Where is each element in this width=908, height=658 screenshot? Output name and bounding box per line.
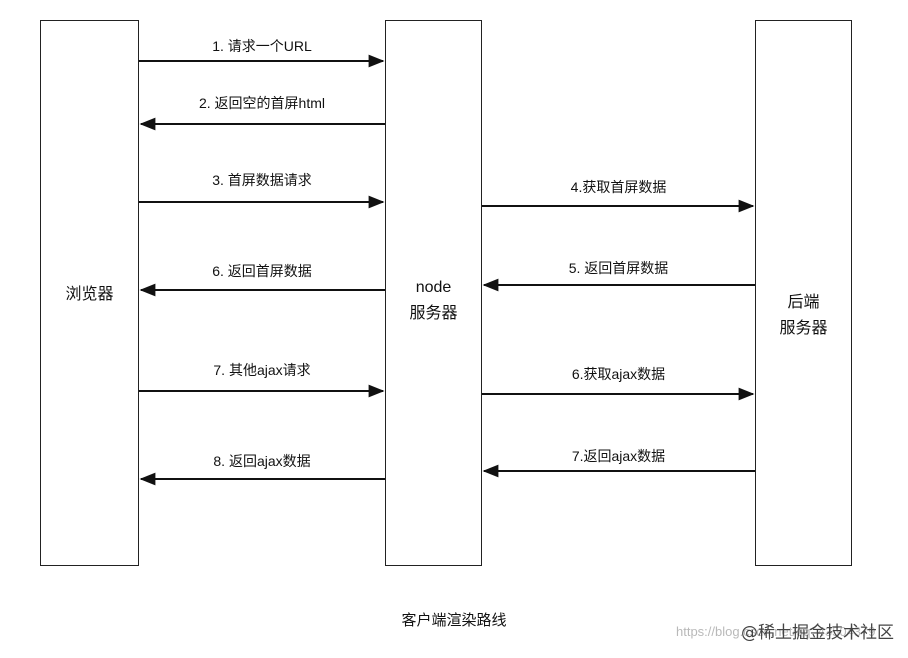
arrow-label-6b: 6.获取ajax数据 xyxy=(571,366,666,382)
arrow-label-7a: 7. 其他ajax请求 xyxy=(213,362,311,378)
arrow-label-8: 8. 返回ajax数据 xyxy=(213,453,311,469)
node-server-label-line1: node xyxy=(415,279,452,296)
arrow-label-3: 3. 首屏数据请求 xyxy=(212,172,312,188)
watermark-url: https://blog.csdn.net/qq_43504379 xyxy=(676,624,876,639)
arrow-label-1: 1. 请求一个URL xyxy=(212,38,312,54)
browser-box: 浏览器 xyxy=(40,20,139,566)
browser-label: 浏览器 xyxy=(65,286,114,303)
arrow-label-2: 2. 返回空的首屏html xyxy=(198,95,325,111)
arrow-label-4: 4.获取首屏数据 xyxy=(570,179,667,195)
arrow-label-6a: 6. 返回首屏数据 xyxy=(212,263,312,279)
diagram-caption: 客户端渲染路线 xyxy=(401,612,507,629)
backend-server-box: 后端 服务器 xyxy=(755,20,852,566)
arrow-label-5: 5. 返回首屏数据 xyxy=(568,260,669,276)
node-server-box: node 服务器 xyxy=(385,20,482,566)
backend-label-line2: 服务器 xyxy=(779,320,828,337)
node-server-label-line2: 服务器 xyxy=(409,305,458,322)
watermark-brand: @稀土掘金技术社区 xyxy=(741,623,894,643)
backend-label-line1: 后端 xyxy=(787,294,820,311)
arrow-label-7b: 7.返回ajax数据 xyxy=(571,448,666,464)
